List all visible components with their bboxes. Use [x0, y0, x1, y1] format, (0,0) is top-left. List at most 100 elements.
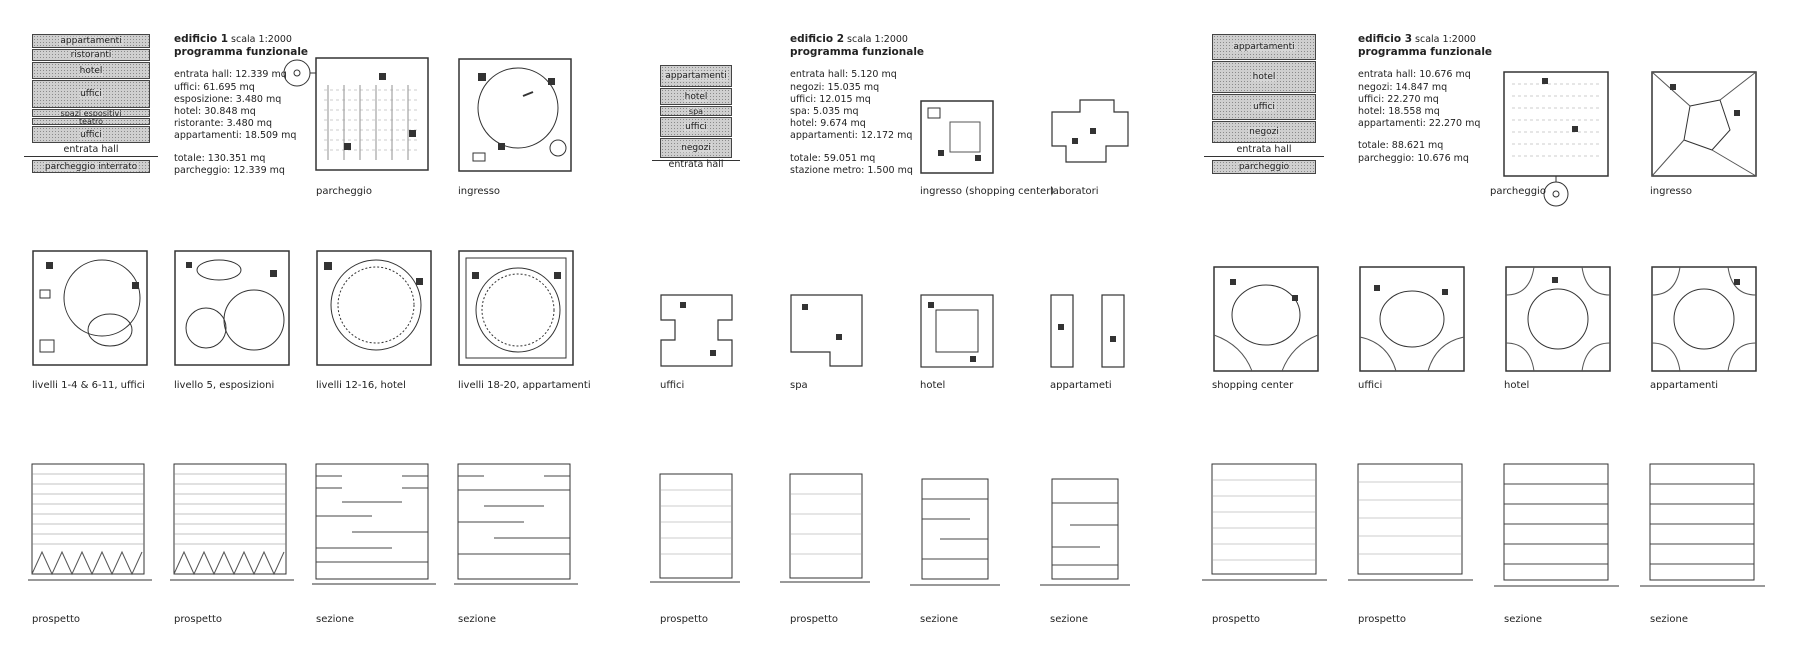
- b2-label-laboratori: laboratori: [1050, 186, 1099, 197]
- b2-info: edificio 2 scala 1:2000 programma funzio…: [790, 33, 924, 177]
- b2-label-spa: spa: [790, 380, 808, 391]
- b1-stat: uffici: 61.695 mq: [174, 81, 255, 93]
- b1-label-ingresso: ingresso: [458, 186, 501, 197]
- b2-bar-hotel: hotel: [660, 88, 732, 105]
- b3-ingresso-plan: [1651, 71, 1757, 177]
- b2-stat: hotel: 9.674 mq: [790, 118, 866, 130]
- b1-bar-uffici-lower: uffici: [32, 126, 150, 143]
- b1-bar-ristoranti: ristoranti: [32, 49, 150, 61]
- b3-bar-negozi: negozi: [1212, 121, 1316, 143]
- b2-label-prospetto-2: prospetto: [790, 614, 839, 625]
- b3-subtitle: programma funzionale: [1358, 46, 1493, 59]
- b3-label-shopping: shopping center: [1212, 380, 1294, 391]
- b1-bar-parcheggio: parcheggio interrato: [32, 160, 150, 173]
- b1-title: edificio 1: [174, 33, 229, 45]
- b3-shopping-plan: [1213, 266, 1319, 372]
- b3-stat: entrata hall: 10.676 mq: [1358, 69, 1471, 81]
- b2-sezione-1: [910, 478, 1000, 586]
- b3-prospetto-1: [1202, 463, 1327, 581]
- b2-total: stazione metro: 1.500 mq: [790, 164, 913, 176]
- b2-ground-label: entrata hall: [668, 159, 724, 170]
- b1-prospetto-1: [28, 463, 152, 581]
- b3-label-hotel: hotel: [1504, 380, 1530, 391]
- b3-label-parcheggio: parcheggio: [1490, 186, 1546, 197]
- b1-bar-uffici-upper: uffici: [32, 80, 150, 108]
- b1-stat: hotel: 30.848 mq: [174, 106, 256, 118]
- b1-subtitle: programma funzionale: [174, 46, 309, 59]
- b1-stat: ristorante: 3.480 mq: [174, 118, 273, 130]
- b1-ingresso-plan: [458, 58, 572, 172]
- b2-subtitle: programma funzionale: [790, 46, 925, 59]
- b1-stat: entrata hall: 12.339 mq: [174, 69, 287, 81]
- b2-sezione-2: [1040, 478, 1130, 586]
- b1-scale: scala 1:2000: [228, 34, 292, 45]
- b1-label-appartamenti: livelli 18-20, appartamenti: [458, 380, 591, 391]
- b2-shopping-plan: [920, 100, 994, 174]
- b3-label-sezione-2: sezione: [1650, 614, 1688, 625]
- b2-ground-line: [652, 160, 740, 161]
- b1-ground-line: [24, 156, 158, 157]
- b2-label-hotel: hotel: [920, 380, 946, 391]
- b2-label-shopping: ingresso (shopping center): [920, 186, 1055, 197]
- b1-label-sezione-1: sezione: [316, 614, 354, 625]
- b1-prospetto-2: [170, 463, 294, 581]
- b2-stat: negozi: 15.035 mq: [790, 81, 880, 93]
- b3-stat: negozi: 14.847 mq: [1358, 81, 1448, 93]
- b1-total: parcheggio: 12.339 mq: [174, 164, 285, 176]
- b3-appartamenti-plan: [1651, 266, 1757, 372]
- b1-stat: appartamenti: 18.509 mq: [174, 130, 297, 142]
- b3-scale: scala 1:2000: [1412, 34, 1476, 45]
- b1-ground-label: entrata hall: [63, 144, 119, 155]
- b3-bar-hotel: hotel: [1212, 61, 1316, 93]
- b2-label-uffici: uffici: [660, 380, 685, 391]
- b1-esposizioni-plan: [174, 250, 290, 366]
- b2-bar-appartamenti: appartamenti: [660, 65, 732, 87]
- b2-stat: appartamenti: 12.172 mq: [790, 130, 913, 142]
- b3-bar-appartamenti: appartamenti: [1212, 34, 1316, 60]
- b1-bar-teatro: teatro: [32, 118, 150, 125]
- b1-label-parcheggio: parcheggio: [316, 186, 372, 197]
- b1-hotel-plan: [316, 250, 432, 366]
- b2-bar-negozi: negozi: [660, 138, 732, 158]
- b1-label-prospetto-1: prospetto: [32, 614, 81, 625]
- b2-label-sezione-2: sezione: [1050, 614, 1088, 625]
- b2-label-appartamenti: appartameti: [1050, 380, 1112, 391]
- b1-parcheggio-plan: [283, 57, 429, 171]
- b3-parcheggio-plan: [1503, 71, 1609, 207]
- b2-stat: uffici: 12.015 mq: [790, 93, 871, 105]
- b2-label-prospetto-1: prospetto: [660, 614, 709, 625]
- b3-info: edificio 3 scala 1:2000 programma funzio…: [1358, 33, 1492, 165]
- b2-prospetto-1: [650, 473, 740, 583]
- b3-label-uffici: uffici: [1358, 380, 1383, 391]
- b3-label-ingresso: ingresso: [1650, 186, 1693, 197]
- b1-stat: esposizione: 3.480 mq: [174, 93, 282, 105]
- b1-bar-spazi-espositivi: spazi espositivi: [32, 109, 150, 117]
- b2-appartamenti-plan: [1050, 294, 1125, 368]
- b1-total: totale: 130.351 mq: [174, 152, 266, 164]
- b2-bar-spa: spa: [660, 106, 732, 116]
- b1-sezione-1: [312, 463, 436, 585]
- b3-label-sezione-1: sezione: [1504, 614, 1542, 625]
- b2-stat: spa: 5.035 mq: [790, 106, 859, 118]
- b1-uffici-plan: [32, 250, 148, 366]
- b3-hotel-plan: [1505, 266, 1611, 372]
- b3-ground-line: [1204, 156, 1324, 157]
- b1-label-prospetto-2: prospetto: [174, 614, 223, 625]
- b2-title: edificio 2: [790, 33, 845, 45]
- b3-stat: hotel: 18.558 mq: [1358, 106, 1440, 118]
- b1-sezione-2: [454, 463, 578, 585]
- b2-hotel-plan: [920, 294, 994, 368]
- b1-appartamenti-plan: [458, 250, 574, 366]
- b1-info: edificio 1 scala 1:2000 programma funzio…: [174, 33, 308, 177]
- b3-sezione-2: [1640, 463, 1765, 587]
- b2-spa-plan: [790, 294, 863, 367]
- b2-scale: scala 1:2000: [844, 34, 908, 45]
- b3-label-prospetto-1: prospetto: [1212, 614, 1261, 625]
- b1-bar-appartamenti: appartamenti: [32, 34, 150, 48]
- b2-total: totale: 59.051 mq: [790, 152, 876, 164]
- b3-bar-uffici: uffici: [1212, 94, 1316, 120]
- b2-prospetto-2: [780, 473, 870, 583]
- b3-total: parcheggio: 10.676 mq: [1358, 152, 1469, 164]
- b3-sezione-1: [1494, 463, 1619, 587]
- b3-label-prospetto-2: prospetto: [1358, 614, 1407, 625]
